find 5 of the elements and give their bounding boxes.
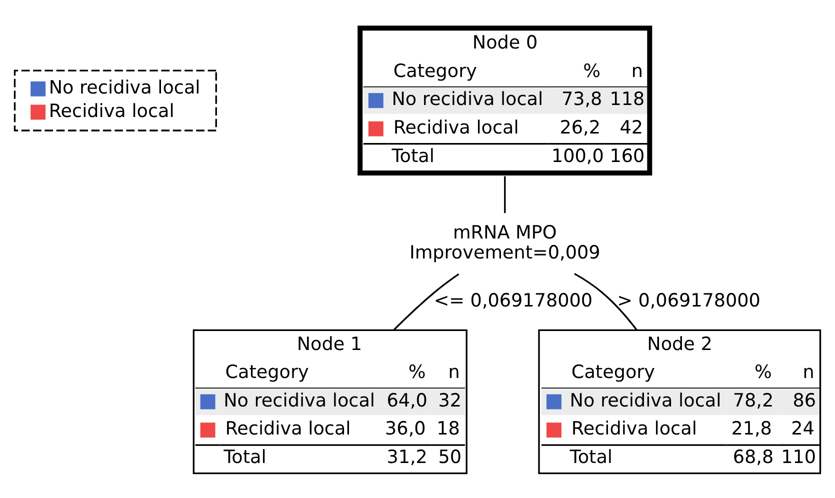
node-text: mRNA MPO Improvement=0,009 [409, 222, 600, 263]
edge-label: > 0,069178000 [617, 290, 760, 312]
legend-label: No recidiva local [48, 77, 200, 98]
legend-label: Recidiva local [48, 100, 174, 122]
edge-label: <= 0,069178000 [434, 290, 593, 312]
